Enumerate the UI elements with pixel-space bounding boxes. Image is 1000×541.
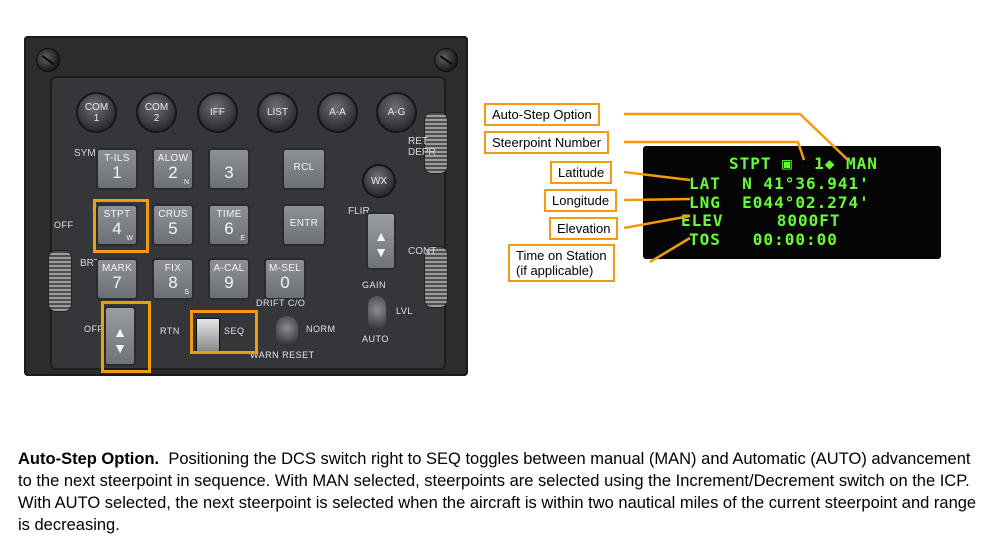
a-g-knob[interactable]: A-G [376,92,417,133]
entr-button[interactable]: ENTR [282,204,326,246]
callout-time-on-station: Time on Station (if applicable) [508,244,615,282]
lvl-label: LVL [396,306,413,316]
sym-label: SYM [74,148,96,159]
callout-longitude: Longitude [544,189,618,212]
cont-wheel[interactable] [424,246,448,308]
wx-button[interactable]: WX [362,164,396,198]
brt-wheel[interactable] [48,250,72,312]
ded-display: STPT ▣ 1◆ MAN LAT N 41°36.941' LNG E044°… [643,146,941,259]
stpt-key-highlight [93,199,149,253]
inc-dec-switch-highlight [101,301,151,373]
rtn-label: RTN [160,326,180,336]
screw-icon [36,48,60,72]
warn-reset-label: WARN RESET [250,350,315,360]
ret-depr-wheel[interactable] [424,112,448,174]
callout-tos-line1: Time on Station [516,248,607,263]
drift-co-label: DRIFT C/O [256,298,306,308]
callout-auto-step-option: Auto-Step Option [484,103,600,126]
increment-decrement-switch[interactable]: ▲▼ [104,306,136,366]
ded-line-3: LNG E044°02.274' [689,193,870,212]
seq-switch-highlight [190,310,258,354]
caption-paragraph: Auto-Step Option. Positioning the DCS sw… [18,448,978,536]
callout-steerpoint-number: Steerpoint Number [484,131,610,154]
flir-label: FLIR [348,206,370,217]
norm-label: NORM [306,324,336,334]
up-down-arrow-icon: ▲▼ [113,324,127,356]
brt-off-label: OFF [84,324,104,334]
rcl-button[interactable]: RCL [282,148,326,190]
caption-body: Positioning the DCS switch right to SEQ … [18,450,977,534]
callout-tos-line2: (if applicable) [516,263,594,278]
flir-rocker-switch[interactable]: ▲▼ [366,212,396,270]
a-a-knob[interactable]: A-A [317,92,358,133]
off-label: OFF [54,220,74,230]
key-3[interactable]: 3 [208,148,250,190]
callout-elevation: Elevation [549,217,619,240]
ded-line-1: STPT ▣ 1◆ MAN [729,154,878,173]
callout-latitude: Latitude [550,161,613,184]
seq-label: SEQ [224,326,245,336]
ded-line-2: LAT N 41°36.941' [689,174,870,193]
iff-knob[interactable]: IFF [197,92,238,133]
brt-label: BRT [80,258,100,269]
ded-line-4: ELEV 8000FT [681,211,841,230]
drift-toggle[interactable] [276,316,298,346]
gain-toggle[interactable] [368,296,386,330]
gain-label: GAIN [362,280,387,290]
screw-icon [434,48,458,72]
ded-line-5: TOS 00:00:00 [689,230,838,249]
list-knob[interactable]: LIST [257,92,298,133]
auto-label: AUTO [362,334,389,344]
caption-heading: Auto-Step Option. [18,450,160,468]
up-down-arrow-icon: ▲▼ [374,228,388,260]
